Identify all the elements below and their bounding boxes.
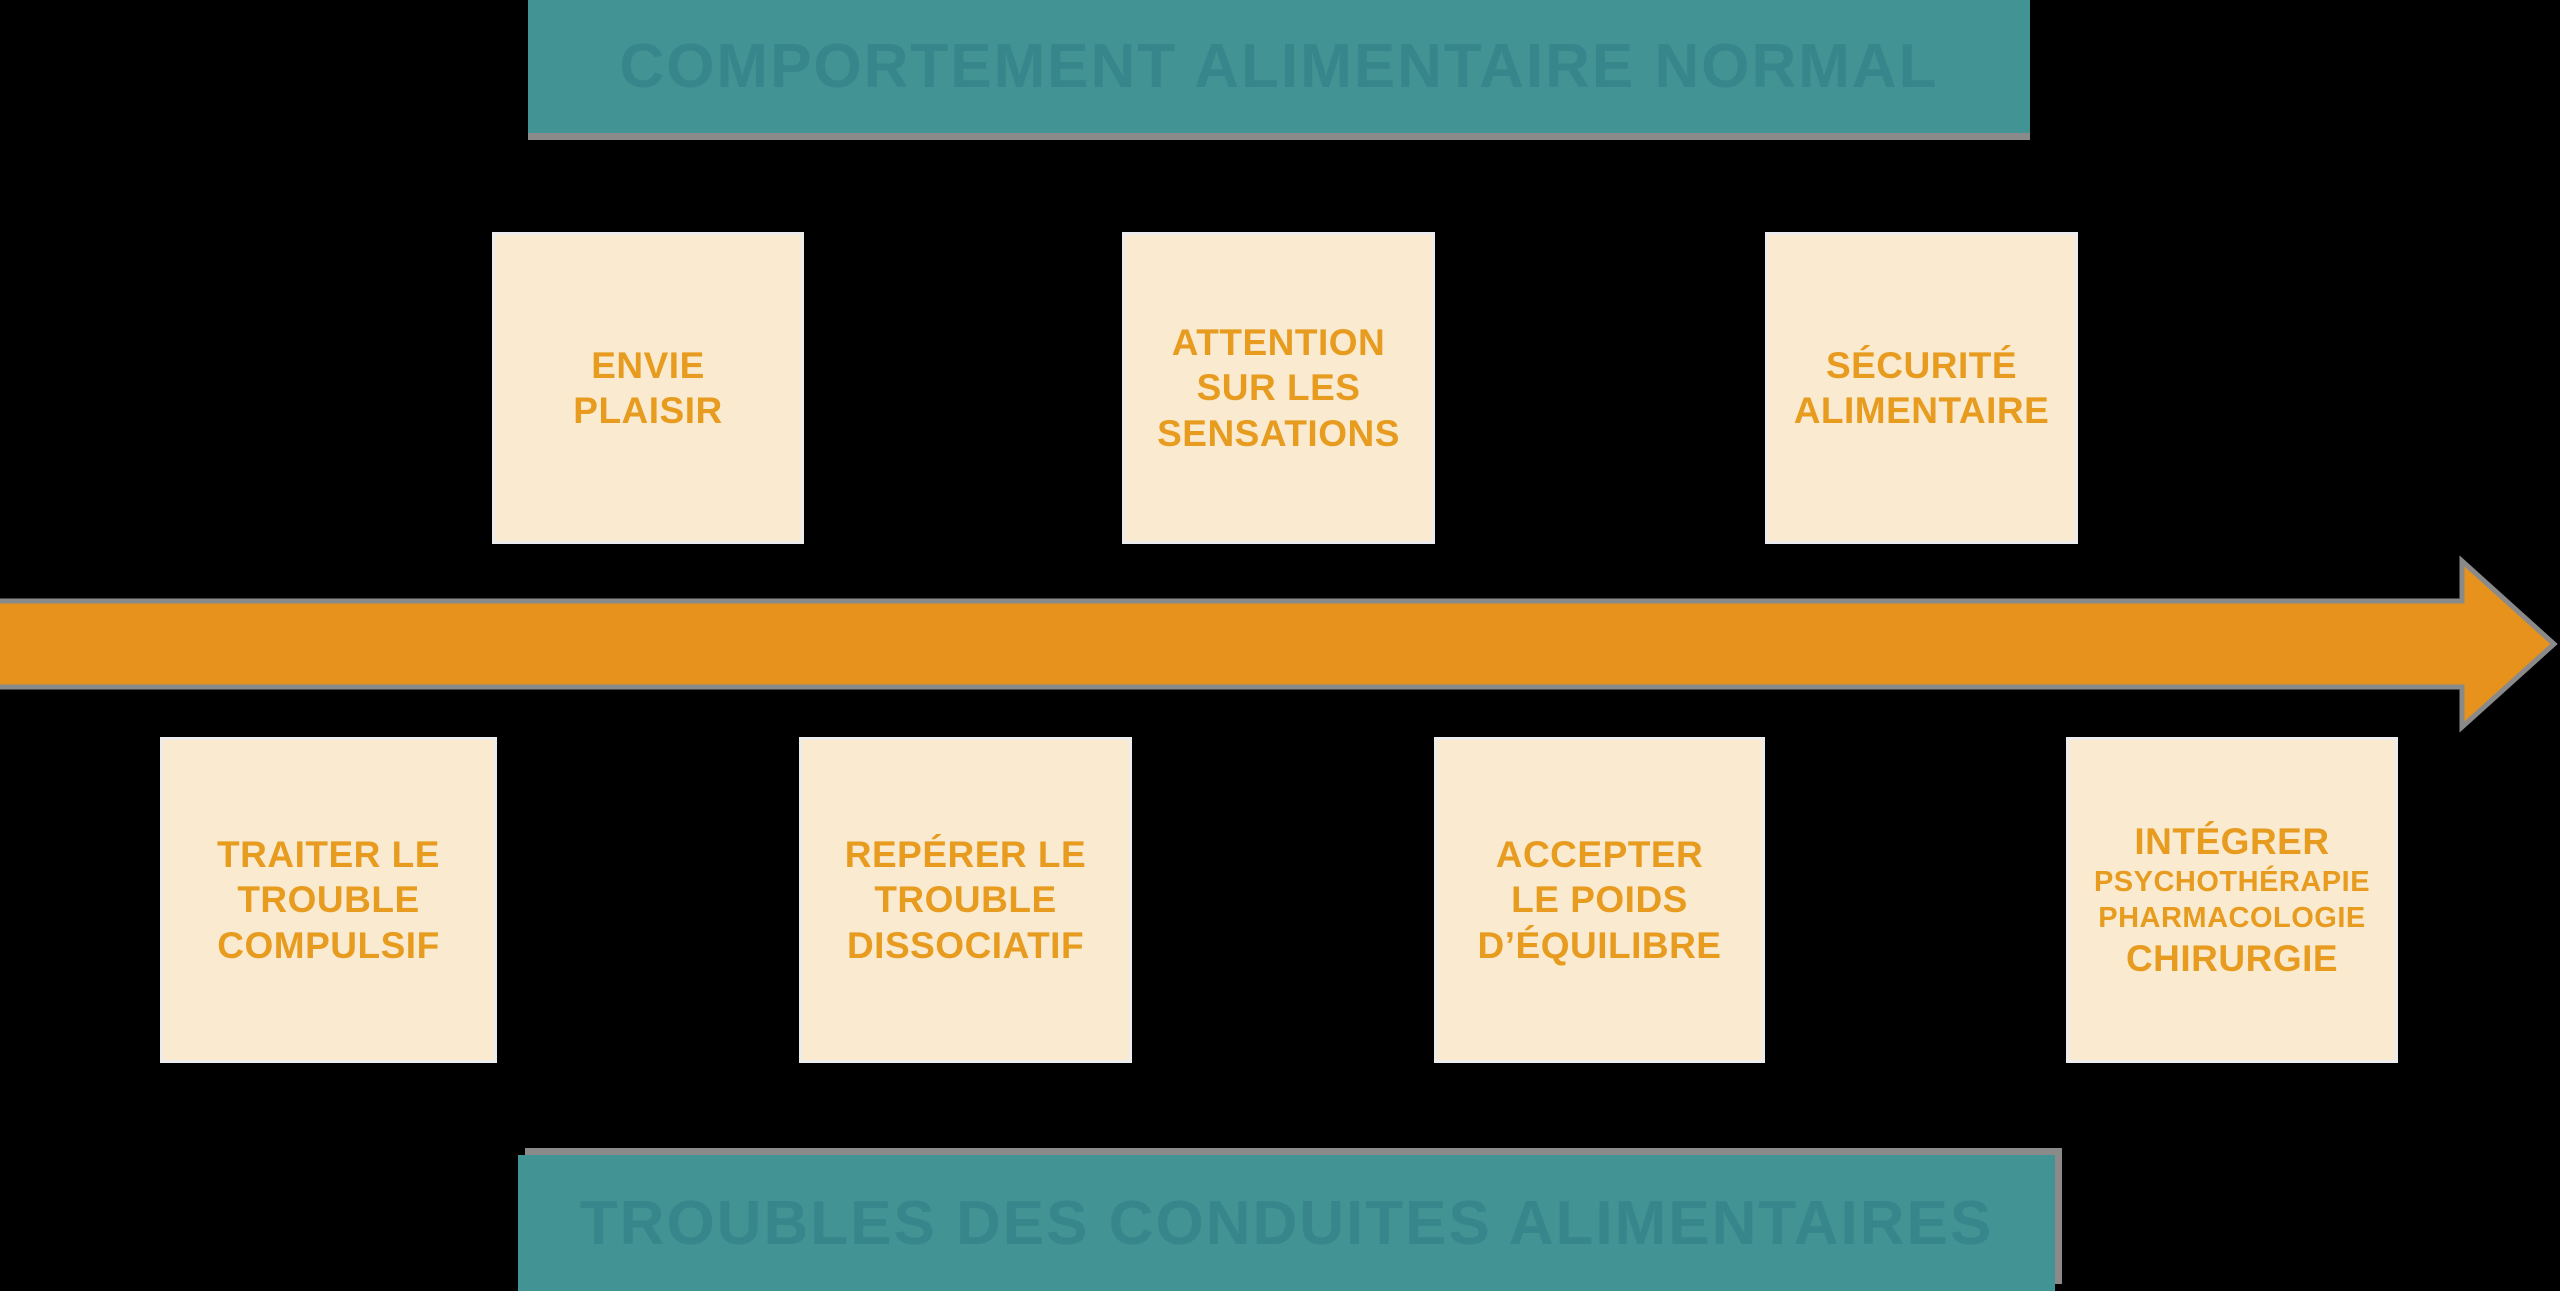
box-line: ALIMENTAIRE bbox=[1793, 390, 2050, 431]
bottom-banner: TROUBLES DES CONDUITES ALIMENTAIRES bbox=[518, 1155, 2055, 1291]
box-line: SENSATIONS bbox=[1157, 412, 1400, 454]
box-line: PHARMACOLOGIE bbox=[2098, 902, 2366, 934]
box-line: PSYCHOTHÉRAPIE bbox=[2093, 865, 2371, 898]
box-line: ENVIE bbox=[591, 344, 705, 386]
box-line: REPÉRER LE bbox=[844, 834, 1087, 876]
box-line: LE POIDS bbox=[1511, 879, 1688, 921]
box-line: SUR LES bbox=[1196, 367, 1361, 409]
box-traiter-trouble-compulsif: TRAITER LE TROUBLE COMPULSIF bbox=[160, 737, 497, 1063]
box-accepter-poids-equilibre: ACCEPTER LE POIDS D’ÉQUILIBRE bbox=[1434, 737, 1765, 1063]
right-arrow-icon bbox=[0, 555, 2558, 733]
box-attention-sensations: ATTENTION SUR LES SENSATIONS bbox=[1122, 232, 1435, 544]
box-line: ATTENTION bbox=[1171, 322, 1386, 364]
box-line: COMPULSIF bbox=[217, 924, 440, 966]
top-banner: COMPORTEMENT ALIMENTAIRE NORMAL bbox=[528, 0, 2030, 133]
box-line: D’ÉQUILIBRE bbox=[1477, 924, 1722, 966]
box-line: CHIRURGIE bbox=[2125, 938, 2339, 980]
box-line: PLAISIR bbox=[573, 390, 723, 431]
box-line: ACCEPTER bbox=[1495, 834, 1704, 876]
top-banner-label: COMPORTEMENT ALIMENTAIRE NORMAL bbox=[619, 32, 1939, 101]
box-line: TROUBLE bbox=[237, 879, 420, 921]
box-integrer-traitements: INTÉGRER PSYCHOTHÉRAPIE PHARMACOLOGIE CH… bbox=[2066, 737, 2398, 1063]
box-securite-alimentaire: SÉCURITÉ ALIMENTAIRE bbox=[1765, 232, 2078, 544]
box-line: SÉCURITÉ bbox=[1825, 344, 2018, 386]
box-envie-plaisir: ENVIE PLAISIR bbox=[492, 232, 804, 544]
box-line: TROUBLE bbox=[874, 879, 1057, 921]
box-line: TRAITER LE bbox=[217, 834, 440, 876]
bottom-banner-label: TROUBLES DES CONDUITES ALIMENTAIRES bbox=[579, 1188, 1994, 1258]
box-line: DISSOCIATIF bbox=[846, 924, 1085, 966]
box-line: INTÉGRER bbox=[2134, 820, 2330, 862]
box-reperer-trouble-dissociatif: REPÉRER LE TROUBLE DISSOCIATIF bbox=[799, 737, 1132, 1063]
